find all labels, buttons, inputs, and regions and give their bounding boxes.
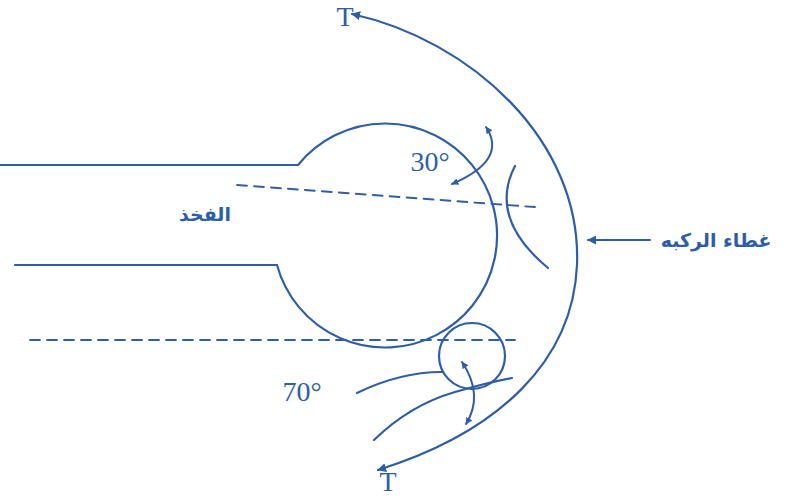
patella-contour [507,166,548,268]
tibia-line [374,378,512,440]
tendon-curve [352,14,577,470]
part-name: الفخذ [179,204,231,225]
angle-label: 30° [410,147,449,178]
force-label: T [379,467,396,498]
angle-arc [452,127,492,184]
angle-arc [462,362,474,424]
tibia-line [357,372,442,393]
leader-arrow [588,239,650,241]
axis-line [237,185,535,207]
angle-label: 70° [282,377,321,408]
force-label: T [336,2,353,33]
part-name: غطاء الركبه [661,230,772,251]
tubercle-circle [439,323,505,389]
femur-outline [0,123,497,347]
